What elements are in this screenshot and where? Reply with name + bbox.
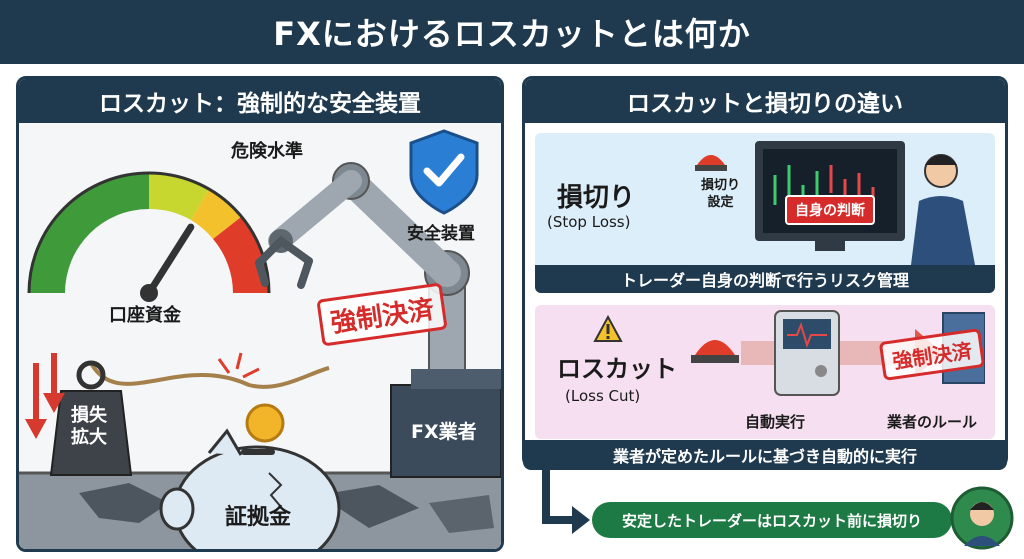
right-panel-heading: ロスカットと損切りの違い <box>525 79 1005 123</box>
right-panel: ロスカットと損切りの違い 損切り (Stop Loss) <box>522 76 1008 468</box>
broker-box <box>390 369 501 478</box>
account-funds-label: 口座資金 <box>109 305 181 326</box>
loss-weight-icon <box>49 360 133 476</box>
loss-cut-caption: 業者が定めたルールに基づき自動的に実行 <box>523 440 1007 470</box>
loss-expansion-label: 損失 拡大 <box>71 405 107 449</box>
own-judgment-badge: 自身の判断 <box>785 195 875 225</box>
account-gauge-icon <box>27 171 271 302</box>
trader-icon <box>911 154 975 265</box>
alarm-light-icon <box>691 340 739 363</box>
warning-icon <box>593 315 623 342</box>
coin-icon <box>245 403 285 443</box>
stop-loss-setting-line1: 損切り <box>701 178 741 193</box>
loss-cut-subtitle: (Loss Cut) <box>565 387 641 405</box>
safety-device-label: 安全装置 <box>407 224 475 244</box>
snap-spark-icon <box>217 352 260 379</box>
machine-icon <box>774 310 840 396</box>
piggy-bank-icon <box>159 428 341 549</box>
loss-cut-title: ロスカット <box>557 355 677 383</box>
trader-avatar <box>950 486 1014 550</box>
page-title: FXにおけるロスカットとは何か <box>0 0 1024 64</box>
loss-expansion-line2: 拡大 <box>71 427 107 448</box>
left-panel: ロスカット：強制的な安全装置 <box>16 76 504 552</box>
left-panel-heading: ロスカット：強制的な安全装置 <box>19 79 501 123</box>
stop-loss-setting-label: 損切り 設定 <box>701 177 740 211</box>
loss-cut-scene: 危険水準 口座資金 安全装置 強制決済 損失 拡大 証拠金 FX業者 <box>19 123 501 549</box>
elbow-arrow-icon <box>542 470 590 534</box>
broker-label: FX業者 <box>411 421 477 443</box>
rope <box>89 361 330 389</box>
loss-cut-card: ロスカット (Loss Cut) 自動実行 強制決済 業者のルール <box>535 305 995 439</box>
stop-loss-setting-line2: 設定 <box>707 195 734 210</box>
tip-banner: 安定したトレーダーはロスカット前に損切り <box>592 502 952 538</box>
margin-label: 証拠金 <box>225 505 292 530</box>
shield-icon <box>409 129 479 215</box>
stop-loss-card: 損切り (Stop Loss) 損 <box>535 133 995 293</box>
broker-rule-label: 業者のルール <box>887 413 978 431</box>
stop-loss-subtitle: (Stop Loss) <box>547 213 631 231</box>
auto-execution-label: 自動実行 <box>745 413 806 431</box>
alarm-light-icon <box>695 155 727 171</box>
stop-loss-title: 損切り <box>557 183 636 213</box>
scene-illustration <box>19 129 501 549</box>
danger-level-label: 危険水準 <box>231 141 303 162</box>
down-arrows-icon <box>25 353 65 439</box>
stop-loss-caption: トレーダー自身の判断で行うリスク管理 <box>535 265 995 293</box>
loss-expansion-line1: 損失 <box>71 405 107 426</box>
